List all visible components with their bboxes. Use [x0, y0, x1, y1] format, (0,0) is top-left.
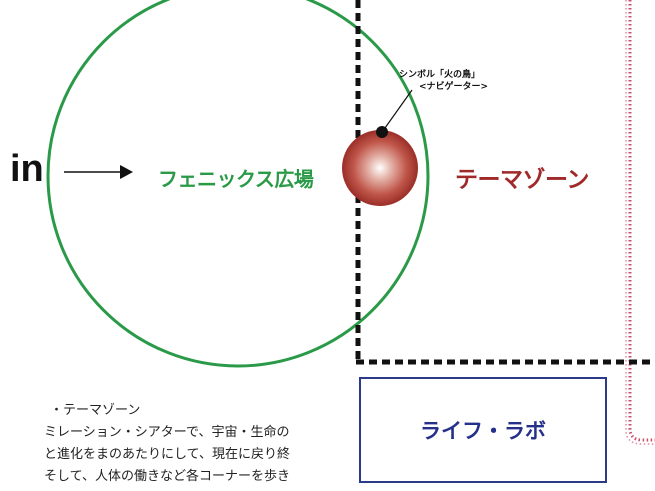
entrance-label: in — [10, 148, 44, 190]
navigator-marker-dot — [376, 126, 388, 138]
next-zone-border — [628, 0, 655, 442]
description-line: ミレーション・シアターで、宇宙・生命の — [44, 425, 290, 440]
life-lab-box: ライフ・ラボ — [359, 377, 607, 483]
zone-description: ・テーマゾーン ミレーション・シアターで、宇宙・生命の と進化をまのあたりにして… — [0, 400, 332, 488]
phoenix-plaza-circle — [46, 0, 430, 368]
navigator-sphere — [342, 130, 418, 206]
symbol-callout: シンボル「火の鳥」 <ナビゲーター> — [399, 69, 569, 93]
entrance-arrow-head — [120, 165, 133, 179]
description-line: と進化をまのあたりにして、現在に戻り終 — [44, 447, 290, 462]
symbol-subtitle: <ナビゲーター> — [419, 82, 489, 92]
phoenix-plaza-label: フェニックス広場 — [158, 167, 314, 191]
symbol-title: シンボル「火の鳥」 — [399, 70, 481, 80]
description-line: ・テーマゾーン — [50, 403, 141, 418]
description-line: そして、人体の働きなど各コーナーを歩き — [44, 469, 290, 484]
navigator-leader-line — [384, 89, 413, 129]
theme-zone-label: テーマゾーン — [455, 167, 589, 193]
life-lab-label: ライフ・ラボ — [420, 419, 546, 443]
